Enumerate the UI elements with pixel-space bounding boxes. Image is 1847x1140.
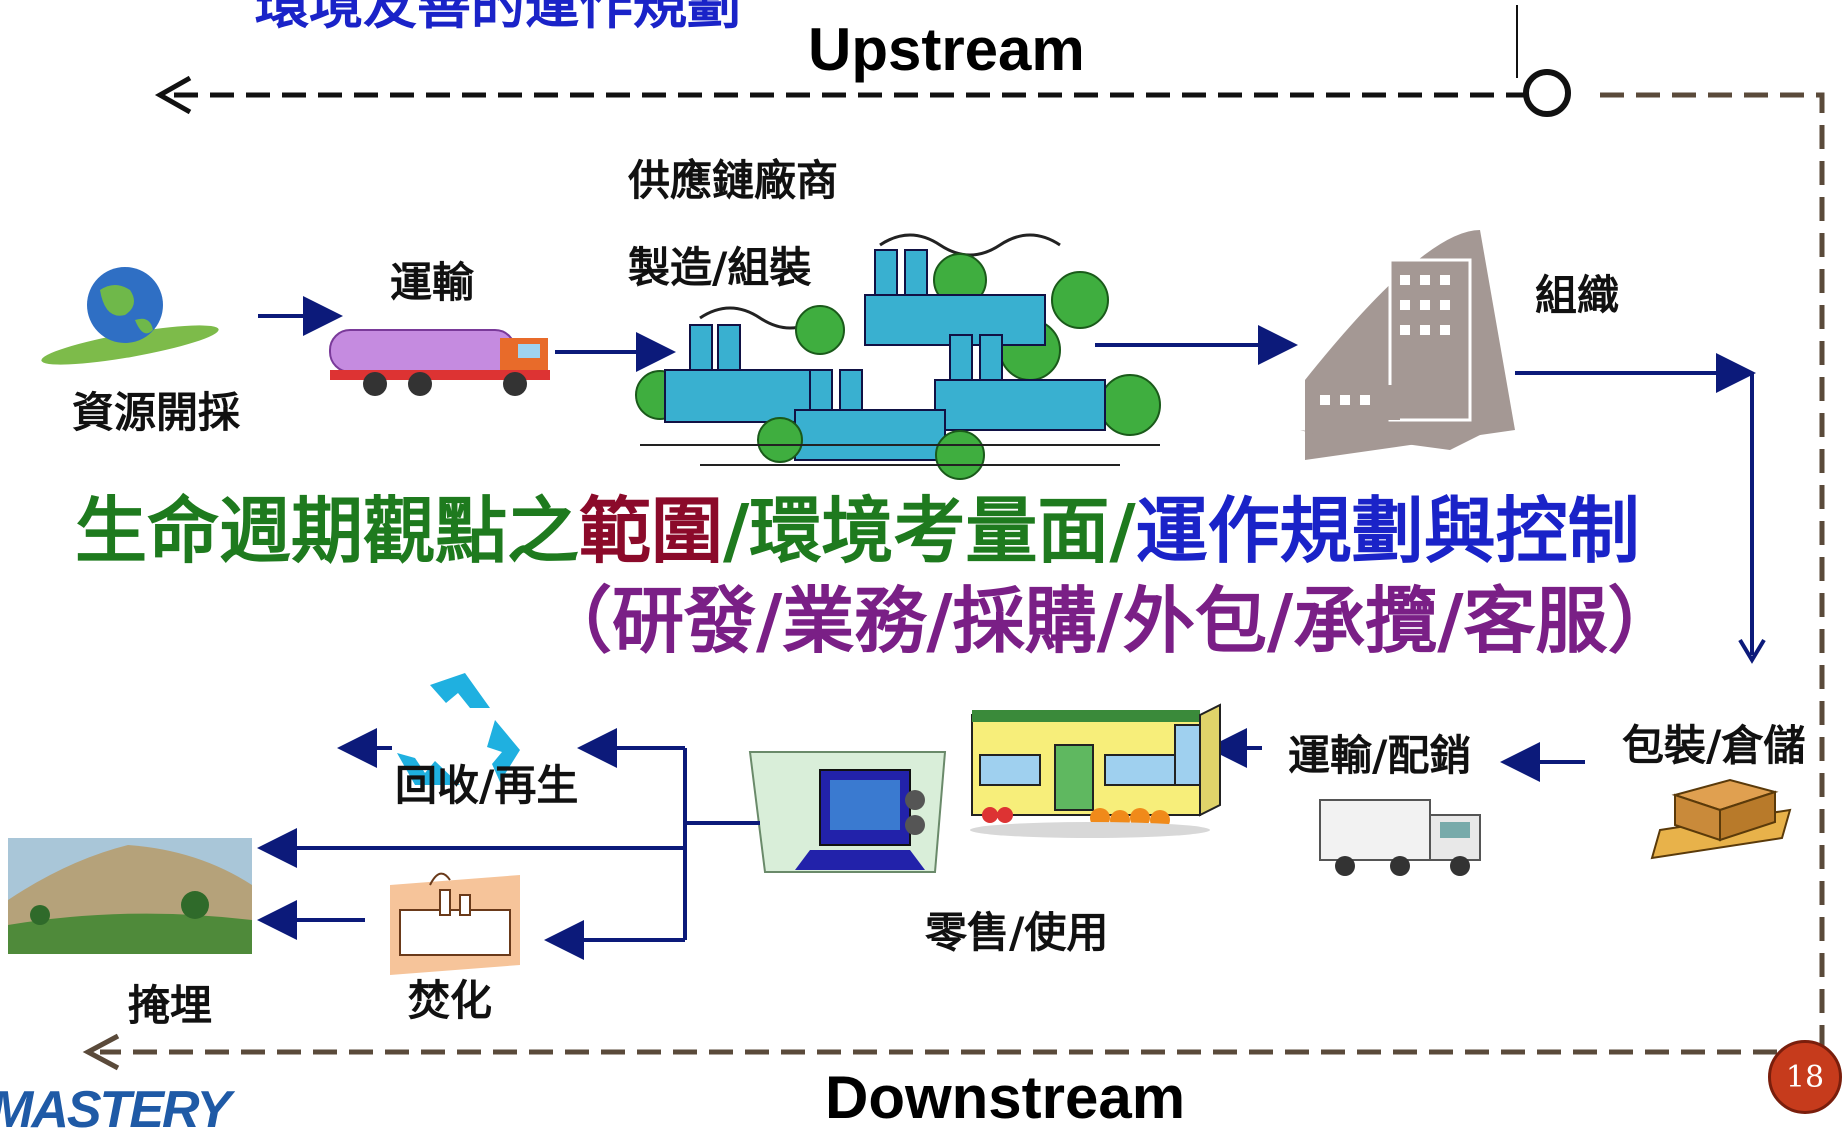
label-transport1: 運輸 <box>390 258 475 307</box>
computer-icon <box>748 751 947 873</box>
recycle-icon <box>397 673 520 785</box>
label-retail: 零售/使用 <box>925 908 1109 957</box>
mastery-logo: MASTERY <box>0 1081 231 1139</box>
headline-part-operation: 運作規劃與控制 <box>1135 489 1640 573</box>
subheadline: （研發/業務/採購/外包/承攬/客服） <box>540 579 1680 663</box>
factories-icon <box>635 233 1161 480</box>
delivery-truck-icon <box>1319 799 1481 876</box>
headline-part-environment: 環境考量面 <box>749 489 1110 573</box>
tanker-truck-icon <box>329 329 550 396</box>
label-distribution: 運輸/配銷 <box>1288 731 1472 780</box>
label-incinerate: 焚化 <box>408 976 493 1025</box>
label-packaging: 包裝/倉儲 <box>1622 721 1806 770</box>
globe-leaf-icon <box>41 267 219 365</box>
page-number-badge: 18 <box>1768 1040 1842 1114</box>
label-supplier: 供應鏈廠商 <box>628 156 839 205</box>
box-conveyor-icon <box>1650 778 1792 860</box>
headline: 生命週期觀點之範圍/環境考量面/運作規劃與控制 <box>75 495 1640 567</box>
headline-sep-2: / <box>1109 489 1136 573</box>
label-manufacture: 製造/組裝 <box>628 243 812 292</box>
landfill-photo <box>8 838 252 954</box>
top-title-partial: 環境友善的運作規劃 <box>255 0 741 36</box>
label-landfill: 掩埋 <box>128 981 213 1030</box>
label-resource: 資源開採 <box>72 388 241 437</box>
label-organization: 組織 <box>1535 271 1620 320</box>
label-recycle: 回收/再生 <box>395 761 579 810</box>
arrowhead-down-packaging <box>1738 638 1766 664</box>
upstream-label: Upstream <box>808 16 1085 83</box>
headline-part-scope: 範圍 <box>579 489 724 573</box>
headline-sep-1: / <box>723 489 750 573</box>
headline-part-lifecycle: 生命週期觀點之 <box>75 489 580 573</box>
office-building-icon <box>1300 230 1515 460</box>
store-icon <box>970 703 1221 838</box>
loop-path <box>100 92 1825 1055</box>
downstream-label: Downstream <box>825 1064 1186 1131</box>
downstream-arrowhead <box>82 1033 120 1071</box>
upstream-arrowhead <box>154 75 192 115</box>
incinerator-icon <box>390 872 520 975</box>
upstream-start-circle <box>1523 69 1571 117</box>
